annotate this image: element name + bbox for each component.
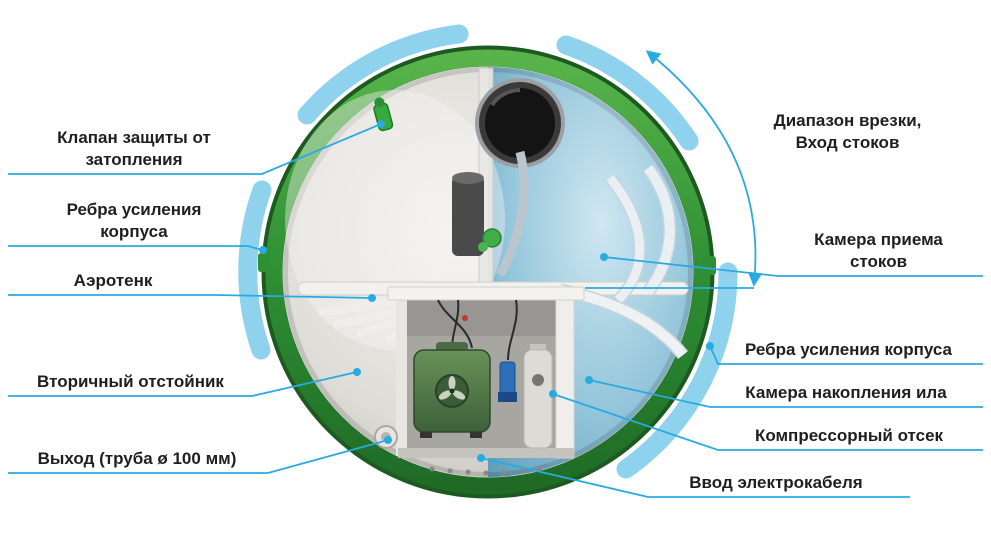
label-intake-chamber: Камера приема стоков: [772, 229, 985, 273]
gray-canister: [523, 344, 553, 449]
label-compressor-bay-line1: Компрессорный отсек: [754, 426, 944, 445]
label-sludge-chamber-line1: Камера накопления ила: [745, 383, 947, 402]
blue-pump: [498, 361, 517, 402]
label-flood-valve: Клапан защиты от затопления: [8, 127, 260, 171]
dot-outlet: [384, 436, 392, 444]
label-outlet-line1: Выход (труба ø 100 мм): [37, 449, 237, 468]
label-ribs-left-line1: Ребра усиления: [66, 200, 202, 219]
label-intake-chamber-line2: стоков: [849, 252, 908, 271]
label-compressor-bay: Компрессорный отсек: [714, 425, 984, 447]
rib-arc-bottom-right: [616, 262, 738, 479]
label-inlet-range: Диапазон врезки, Вход стоков: [730, 110, 965, 154]
dot-cable-entry: [477, 454, 485, 462]
compressor-compartment: [387, 286, 585, 459]
label-intake-chamber-line1: Камера приема: [814, 230, 943, 249]
leader-outlet: [8, 439, 389, 474]
bottom-perforations: [429, 466, 543, 476]
label-flood-valve-line2: затопления: [85, 150, 183, 169]
dot-ribs-left: [259, 246, 267, 254]
rim-fitting-left: [258, 253, 270, 272]
leader-cable-entry: [480, 457, 910, 498]
dot-aerotank: [368, 294, 376, 302]
leader-compressor-bay: [552, 393, 983, 451]
dot-secondary-settler: [353, 368, 361, 376]
inlet-range-arrow: [645, 50, 763, 287]
callout-dots: [259, 120, 714, 462]
label-inlet-range-line2: Вход стоков: [795, 133, 900, 152]
label-ribs-right-line1: Ребра усиления корпуса: [744, 340, 952, 359]
label-ribs-right: Ребра усиления корпуса: [712, 339, 985, 361]
label-ribs-left: Ребра усиления корпуса: [8, 199, 260, 243]
dot-ribs-right: [706, 342, 714, 350]
biofilter-fitting: [478, 228, 502, 252]
label-ribs-left-line2: корпуса: [100, 222, 168, 241]
dot-compressor-bay: [549, 390, 557, 398]
leader-flood-valve: [8, 123, 382, 175]
wire-connector: [462, 315, 468, 321]
interior-riser-pipe: [452, 172, 484, 256]
dot-intake-chamber: [600, 253, 608, 261]
dot-flood-valve: [377, 120, 385, 128]
label-inlet-range-line1: Диапазон врезки,: [773, 111, 922, 130]
leader-ribs-left: [8, 245, 263, 251]
label-aerotank: Аэротенк: [8, 270, 218, 292]
leader-aerotank: [8, 294, 373, 299]
compressor-unit: [413, 342, 491, 438]
label-flood-valve-line1: Клапан защиты от: [57, 128, 211, 147]
rim-fitting-right: [702, 256, 716, 275]
dot-sludge-chamber: [585, 376, 593, 384]
label-cable-entry: Ввод электрокабеля: [642, 472, 910, 494]
leader-ribs-right: [709, 345, 983, 365]
label-secondary-settler-line1: Вторичный отстойник: [37, 372, 224, 391]
callout-lines: [8, 50, 983, 498]
inlet-pipe-opening: [475, 78, 565, 168]
compartment-shelf: [387, 286, 585, 301]
rib-arc-top: [297, 24, 469, 125]
leader-sludge-chamber: [588, 379, 983, 408]
label-outlet: Выход (труба ø 100 мм): [8, 448, 266, 470]
rib-arc-left: [238, 180, 272, 360]
label-aerotank-line1: Аэротенк: [73, 271, 153, 290]
label-secondary-settler: Вторичный отстойник: [8, 371, 253, 393]
leader-secondary-settler: [8, 371, 358, 397]
label-sludge-chamber: Камера накопления ила: [706, 382, 986, 404]
label-cable-entry-line1: Ввод электрокабеля: [689, 473, 863, 492]
